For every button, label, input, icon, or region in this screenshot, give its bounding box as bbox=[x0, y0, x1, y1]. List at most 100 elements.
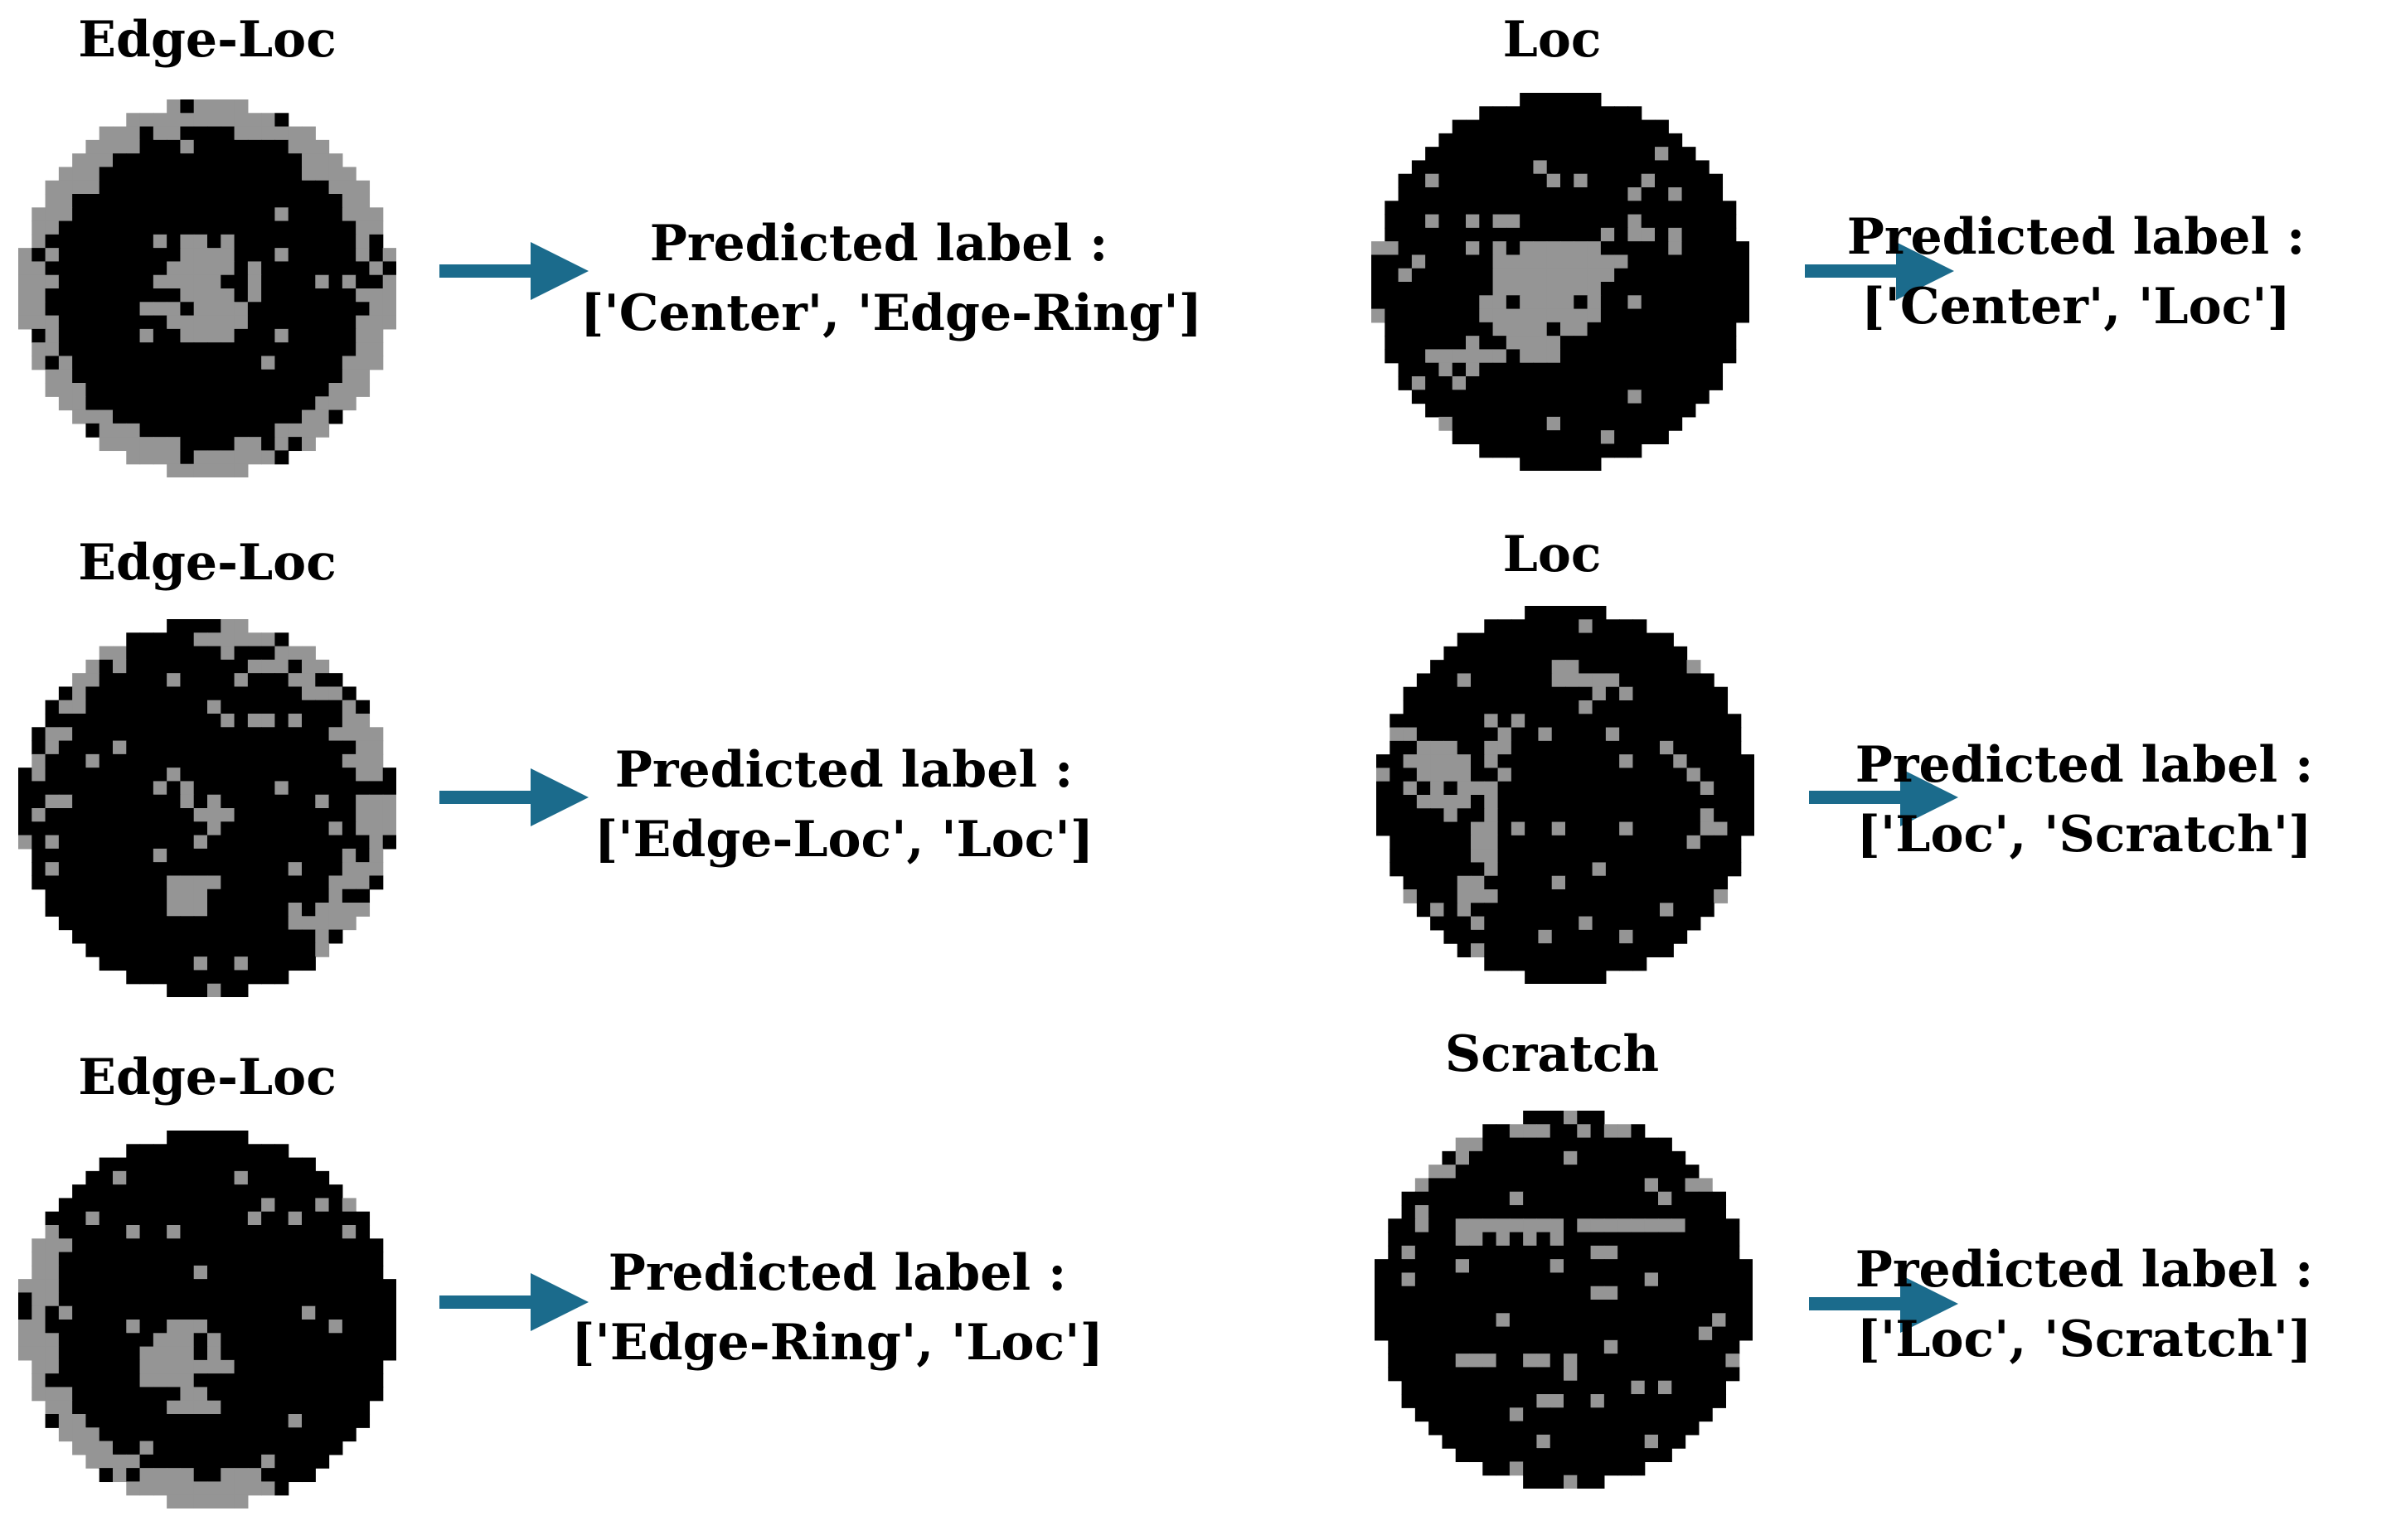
die-fail bbox=[342, 848, 356, 863]
die-pass bbox=[288, 956, 303, 971]
die-pass bbox=[1533, 133, 1548, 148]
die-pass bbox=[1496, 1165, 1511, 1179]
die-fail bbox=[1698, 1178, 1713, 1193]
die-pass bbox=[1560, 93, 1574, 107]
die-pass bbox=[342, 302, 356, 317]
die-pass bbox=[328, 288, 343, 303]
die-pass bbox=[234, 942, 249, 957]
die-pass bbox=[328, 835, 343, 850]
die-pass bbox=[1660, 781, 1674, 796]
die-pass bbox=[1525, 849, 1540, 864]
die-pass bbox=[167, 862, 182, 877]
die-fail bbox=[328, 821, 343, 836]
die-pass bbox=[315, 862, 330, 877]
die-pass bbox=[1425, 403, 1440, 418]
die-pass bbox=[180, 727, 195, 742]
die-pass bbox=[274, 1414, 289, 1428]
die-pass bbox=[1579, 686, 1593, 701]
die-pass bbox=[1617, 1448, 1632, 1463]
die-pass bbox=[1685, 1191, 1700, 1206]
die-pass bbox=[1592, 795, 1607, 809]
die-pass bbox=[153, 248, 167, 263]
die-pass bbox=[1564, 1178, 1578, 1193]
die-pass bbox=[1685, 1232, 1700, 1247]
die-pass bbox=[234, 274, 249, 289]
die-pass bbox=[1506, 133, 1520, 148]
die-pass bbox=[261, 1387, 276, 1402]
die-pass bbox=[1681, 349, 1696, 364]
die-pass bbox=[1574, 147, 1588, 162]
die-pass bbox=[1574, 403, 1588, 418]
die-pass bbox=[99, 1359, 114, 1374]
die-pass bbox=[32, 862, 46, 877]
die-fail bbox=[247, 288, 262, 303]
die-pass bbox=[1550, 1313, 1564, 1328]
die-fail bbox=[1411, 376, 1426, 390]
die-pass bbox=[1646, 660, 1661, 675]
die-pass bbox=[58, 1333, 73, 1348]
die-pass bbox=[180, 369, 195, 384]
die-fail bbox=[207, 288, 221, 303]
die-pass bbox=[1471, 862, 1485, 877]
die-fail bbox=[1496, 1232, 1511, 1247]
die-pass bbox=[167, 1211, 182, 1226]
arrow-icon bbox=[439, 1273, 589, 1331]
die-fail bbox=[1442, 1165, 1457, 1179]
die-pass bbox=[288, 1265, 303, 1280]
die-pass bbox=[247, 369, 262, 384]
die-fail bbox=[1457, 875, 1472, 890]
die-pass bbox=[113, 1414, 127, 1428]
die-pass bbox=[1538, 916, 1553, 931]
die-pass bbox=[193, 1131, 208, 1145]
die-pass bbox=[153, 835, 167, 850]
die-pass bbox=[180, 808, 195, 822]
die-fail bbox=[167, 99, 182, 114]
die-pass bbox=[72, 1225, 87, 1239]
die-pass bbox=[126, 768, 141, 782]
die-pass bbox=[274, 1279, 289, 1294]
die-pass bbox=[1533, 403, 1548, 418]
die-pass bbox=[99, 194, 114, 208]
die-pass bbox=[126, 1373, 141, 1388]
die-pass bbox=[1523, 1111, 1538, 1125]
die-pass bbox=[167, 1265, 182, 1280]
die-pass bbox=[113, 194, 127, 208]
die-pass bbox=[261, 929, 276, 944]
die-fail bbox=[356, 794, 371, 809]
die-fail bbox=[32, 1265, 46, 1280]
die-pass bbox=[315, 740, 330, 755]
die-pass bbox=[1614, 201, 1629, 216]
die-pass bbox=[1577, 1137, 1592, 1152]
die-pass bbox=[99, 673, 114, 688]
die-pass bbox=[1388, 1245, 1403, 1260]
die-fail bbox=[193, 875, 208, 890]
die-pass bbox=[1709, 349, 1724, 364]
die-pass bbox=[1523, 1286, 1538, 1300]
die-pass bbox=[113, 808, 127, 822]
die-fail bbox=[369, 207, 384, 222]
die-pass bbox=[1641, 390, 1656, 404]
die-pass bbox=[1466, 430, 1480, 445]
die-pass bbox=[1457, 660, 1472, 675]
die-fail bbox=[1546, 241, 1561, 256]
die-pass bbox=[1714, 808, 1729, 823]
die-pass bbox=[261, 1400, 276, 1415]
die-fail bbox=[58, 1414, 73, 1428]
die-pass bbox=[85, 700, 100, 714]
die-pass bbox=[274, 808, 289, 822]
die-pass bbox=[99, 396, 114, 411]
die-pass bbox=[1416, 781, 1431, 796]
die-pass bbox=[1443, 875, 1458, 890]
die-pass bbox=[139, 248, 154, 263]
die-pass bbox=[1482, 1421, 1497, 1436]
die-pass bbox=[1668, 201, 1683, 216]
die-pass bbox=[1523, 1150, 1538, 1165]
die-fail bbox=[45, 383, 60, 397]
die-pass bbox=[85, 821, 100, 836]
die-pass bbox=[328, 1441, 343, 1455]
die-pass bbox=[153, 903, 167, 917]
die-fail bbox=[1416, 795, 1431, 809]
die-fail bbox=[221, 808, 235, 822]
die-pass bbox=[193, 1468, 208, 1483]
die-pass bbox=[1411, 308, 1426, 323]
